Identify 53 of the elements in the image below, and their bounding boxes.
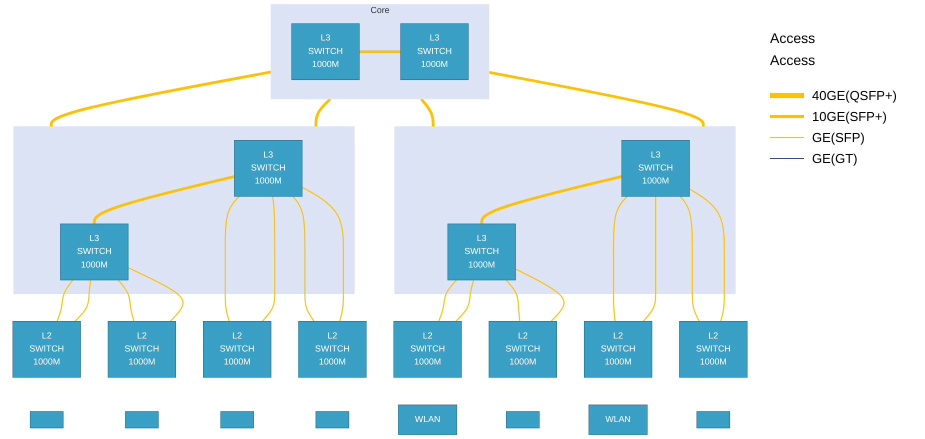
cluster — [13, 126, 355, 294]
node-box — [125, 411, 159, 428]
node-box: L3 SWITCH 1000M — [60, 224, 128, 280]
node-box: L2 SWITCH 1000M — [203, 321, 272, 378]
connector — [292, 196, 314, 322]
connector — [302, 186, 344, 322]
connector — [438, 280, 457, 322]
legend-text: 40GE(QSFP+) — [812, 88, 897, 103]
node-box: L2 SWITCH 1000M — [488, 321, 557, 378]
node-box: L2 SWITCH 1000M — [108, 321, 176, 378]
connector — [118, 280, 134, 322]
connector — [262, 196, 276, 322]
node-box: L3 SWITCH 1000M — [448, 224, 516, 280]
node-box — [30, 411, 64, 428]
node-box: WLAN — [398, 404, 458, 435]
connector — [506, 280, 520, 322]
connector — [680, 196, 700, 322]
cluster — [394, 126, 736, 294]
node-box: L2 SWITCH 1000M — [679, 321, 748, 378]
connector — [359, 50, 401, 54]
node-box — [506, 411, 540, 428]
node-box: L2 SWITCH 1000M — [393, 321, 462, 378]
tier-label: Access — [770, 52, 816, 68]
node-box: L3 SWITCH 1000M — [400, 23, 469, 80]
connector — [480, 175, 622, 224]
connector — [128, 267, 184, 322]
node-box: WLAN — [588, 404, 648, 435]
node-box — [220, 411, 254, 428]
tier-label: Access — [770, 30, 816, 46]
node-box — [696, 411, 730, 428]
connector — [642, 196, 656, 322]
connector — [488, 70, 705, 127]
legend-text: 10GE(SFP+) — [812, 109, 887, 124]
node-box: L2 SWITCH 1000M — [298, 321, 367, 378]
node-box: L2 SWITCH 1000M — [12, 321, 81, 378]
connector — [455, 280, 474, 322]
connector — [314, 98, 332, 127]
connector — [92, 175, 235, 224]
connector — [420, 98, 434, 127]
connector — [50, 70, 272, 127]
node-box: L3 SWITCH 1000M — [234, 140, 302, 197]
connector — [224, 196, 240, 322]
connector — [612, 196, 628, 322]
connector — [515, 268, 564, 322]
connector — [689, 188, 725, 322]
connector — [74, 280, 92, 322]
node-box: L3 SWITCH 1000M — [622, 140, 690, 197]
legend-text: GE(GT) — [812, 151, 858, 166]
connector — [56, 280, 74, 322]
node-box: L2 SWITCH 1000M — [584, 321, 652, 378]
node-box: L3 SWITCH 1000M — [291, 23, 360, 80]
node-box — [316, 411, 350, 428]
legend-text: GE(SFP) — [812, 130, 865, 145]
